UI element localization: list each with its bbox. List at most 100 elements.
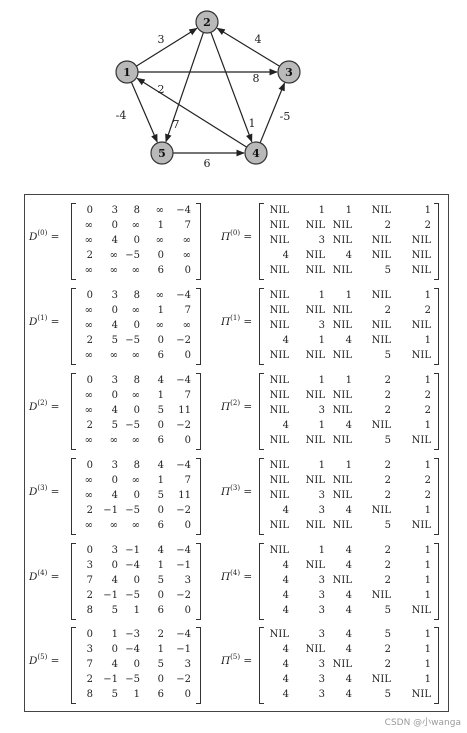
matrix-cell: ∞	[182, 320, 191, 331]
matrix-cell: 8	[133, 460, 140, 471]
d-matrix-label-0: D(0) =	[29, 229, 60, 243]
matrix-cell: 8	[86, 689, 93, 700]
matrix-cell: −2	[176, 335, 191, 346]
matrix-cell: ∞	[109, 265, 118, 276]
matrix-cell: NIL	[332, 390, 352, 401]
matrix-cell: NIL	[269, 265, 289, 276]
matrix-cell: NIL	[305, 475, 325, 486]
matrix-cell: 4	[282, 689, 289, 700]
matrix-cell: ∞	[131, 390, 140, 401]
matrix-cell: 8	[86, 605, 93, 616]
matrix-cell: 1	[424, 335, 431, 346]
matrix-cell: NIL	[305, 305, 325, 316]
edge-weight-5-4: 6	[204, 157, 211, 170]
matrix-cell: 2	[384, 460, 391, 471]
matrix-cell: 2	[384, 405, 391, 416]
matrix-cell: 0	[111, 220, 118, 231]
matrix-cell: NIL	[269, 460, 289, 471]
matrix-cell: NIL	[269, 475, 289, 486]
matrix-cell: 5	[111, 605, 118, 616]
matrix-cell: 4	[111, 320, 118, 331]
matrix-cell: 1	[318, 460, 325, 471]
matrix-cell: 1	[157, 305, 164, 316]
matrix-cell: ∞	[131, 220, 140, 231]
matrix-cell: NIL	[269, 205, 289, 216]
matrix-cell: 2	[424, 305, 431, 316]
matrix-cell: 4	[282, 575, 289, 586]
matrix-cell: 1	[318, 290, 325, 301]
matrix-cell: 0	[86, 205, 93, 216]
matrix-cell: 1	[157, 560, 164, 571]
matrix-cell: 4	[157, 460, 164, 471]
matrix-cell: 2	[86, 590, 93, 601]
matrix-cell: NIL	[411, 350, 431, 361]
matrix-cell: 1	[157, 475, 164, 486]
node-2	[195, 10, 219, 34]
matrix-cell: −2	[176, 505, 191, 516]
matrix-cell: 4	[282, 674, 289, 685]
edge-1-5	[130, 81, 158, 143]
matrix-cell: NIL	[305, 435, 325, 446]
matrix-cell: 2	[384, 545, 391, 556]
matrix-cell: NIL	[332, 490, 352, 501]
edge-weight-4-1: 2	[158, 83, 165, 96]
right-bracket	[196, 458, 201, 535]
right-bracket	[434, 543, 439, 620]
matrix-cell: 6	[157, 435, 164, 446]
matrix-cell: 0	[184, 350, 191, 361]
matrix-cell: 11	[178, 490, 191, 501]
matrix-cell: 5	[384, 520, 391, 531]
matrix-cell: 0	[86, 375, 93, 386]
matrix-cell: NIL	[371, 674, 391, 685]
right-bracket	[196, 627, 201, 704]
matrix-cell: 4	[157, 545, 164, 556]
matrix-cell: NIL	[269, 235, 289, 246]
node-1	[115, 60, 139, 84]
matrix-cell: 2	[384, 390, 391, 401]
pi-matrix-label-3: Π(3) =	[221, 484, 253, 498]
right-bracket	[196, 203, 201, 280]
matrix-cell: 5	[384, 265, 391, 276]
pi-matrix-label-4: Π(4) =	[221, 569, 253, 583]
matrix-cell: ∞	[109, 520, 118, 531]
matrix-cell: 4	[345, 505, 352, 516]
matrix-cell: NIL	[269, 390, 289, 401]
matrix-cell: NIL	[411, 320, 431, 331]
matrix-cell: −4	[125, 560, 140, 571]
node-4	[244, 141, 268, 165]
matrix-cell: 0	[133, 490, 140, 501]
matrix-cell: 5	[384, 350, 391, 361]
matrix-cell: −2	[176, 420, 191, 431]
matrix-cell: −5	[125, 505, 140, 516]
matrix-cell: 3	[318, 689, 325, 700]
matrix-cell: 3	[111, 205, 118, 216]
matrix-cell: 0	[133, 320, 140, 331]
pi-matrix-label-2: Π(2) =	[221, 399, 253, 413]
matrix-cell: −4	[176, 629, 191, 640]
matrix-cell: 0	[157, 590, 164, 601]
matrix-cell: NIL	[371, 505, 391, 516]
matrix-cell: NIL	[411, 250, 431, 261]
matrix-cell: ∞	[155, 290, 164, 301]
matrix-cell: 1	[424, 375, 431, 386]
